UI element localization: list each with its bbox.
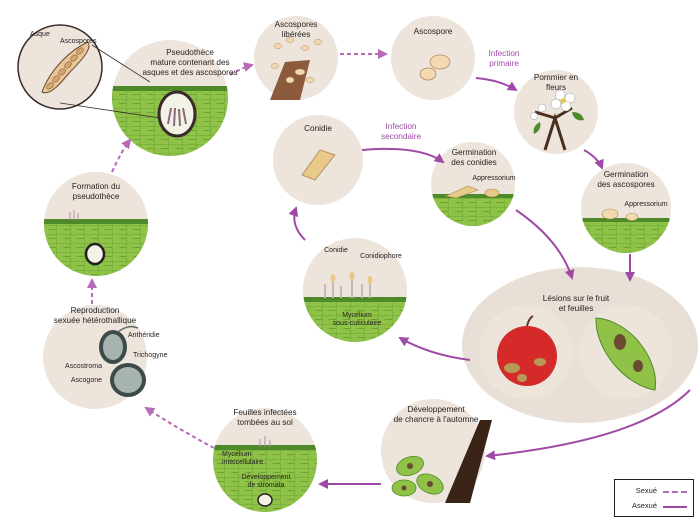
arrow-to-lesions-a: [515, 209, 575, 280]
label-ascospore: Ascospore: [413, 27, 453, 36]
cycle-arrows: [87, 49, 691, 489]
label-antheridium: Anthéridie: [128, 332, 160, 339]
legend-sexual-line: [663, 491, 687, 493]
label-lesions: Lésions sur le fruit et feuilles: [542, 294, 610, 313]
apple-tree-flower-stage: [514, 70, 598, 154]
released-ascospores-stage: [254, 16, 338, 100]
label-subcuticular-mycelium: Mycélium sous-cuticulaire: [332, 312, 382, 328]
legend: Sexué Asexué: [614, 479, 694, 517]
label-apple-tree-flowers: Pommier en fleurs: [533, 73, 579, 92]
label-conidium-mid: Conidie: [324, 247, 348, 254]
label-sexual-reproduction: Reproduction sexuée hétérothallique: [53, 306, 137, 325]
legend-sexual-label: Sexué: [635, 486, 657, 495]
arrow-to-conidium: [288, 206, 306, 241]
label-pseudothecium: Pseudothèce mature contenant des asques …: [142, 48, 238, 77]
label-appressorium-1: Appressorium: [624, 201, 668, 208]
label-ascus: Asque: [30, 31, 50, 38]
arrow-to-reproduction: [144, 406, 215, 449]
lesions-stage: [462, 267, 698, 423]
label-canker: Développement de chancre à l'automne: [393, 405, 479, 424]
arrow-ascospores-released: [229, 62, 254, 76]
legend-asexual-line: [663, 506, 687, 508]
label-conidium-top: Conidie: [304, 124, 332, 133]
label-trichogyne: Trichogyne: [133, 352, 168, 359]
conidiophore-stage: [303, 238, 407, 342]
label-released-ascospores: Ascospores libérées: [274, 20, 318, 39]
label-primary-infection: Infection primaire: [488, 49, 520, 68]
legend-asexual-label: Asexué: [631, 501, 657, 510]
label-fallen-leaves: Feuilles infectées tombées au sol: [233, 408, 297, 427]
label-conidia-germination: Germination des conidies: [451, 148, 497, 167]
label-ascospores-inset: Ascospores: [60, 38, 97, 45]
label-intercellular-mycelium: Mycélium intercellulaire: [222, 451, 264, 467]
label-conidiophore: Conidiophore: [360, 253, 402, 260]
label-ascogonium: Ascogone: [70, 377, 102, 384]
label-pseudothecium-formation: Formation du pseudothèce: [71, 182, 121, 201]
label-ascostroma: Ascostroma: [65, 363, 102, 370]
ascus-icon: [41, 41, 161, 119]
arrow-to-conidiophore: [398, 337, 471, 361]
canker-stage: [381, 399, 492, 503]
label-secondary-infection: Infection secondaire: [380, 122, 422, 141]
ascospore-stage: [391, 16, 475, 100]
label-ascospore-germination: Germination des ascospores: [597, 170, 655, 189]
conidium-top-stage: [273, 115, 363, 205]
arrow-to-canker: [485, 389, 691, 461]
arrow-secondary-infection: [361, 147, 445, 164]
arrow-to-ascospore-germination: [583, 149, 604, 170]
sexual-reproduction-stage: [43, 305, 147, 409]
arrow-primary-infection: [475, 77, 518, 92]
label-stromata: Développement de stromata: [241, 474, 291, 490]
label-appressorium-2: Appressorium: [472, 175, 516, 182]
arrow-to-pseudothecium: [111, 138, 132, 173]
